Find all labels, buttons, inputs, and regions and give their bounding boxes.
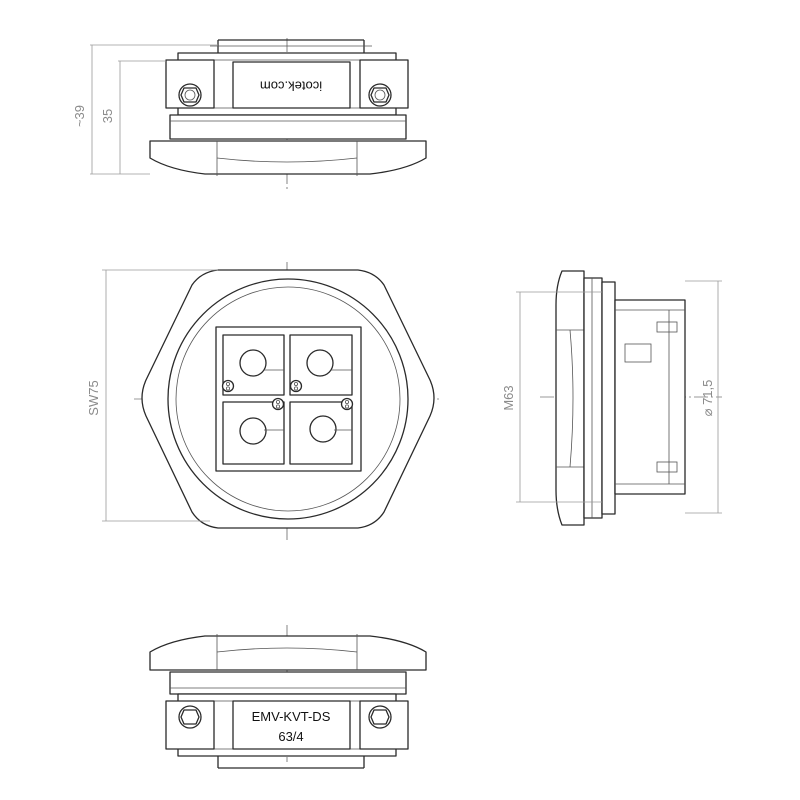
cable-hole-2 <box>306 349 352 377</box>
side-flange <box>583 277 603 519</box>
insert-screw-2-icon <box>289 379 303 393</box>
bottom-label-line1: EMV-KVT-DS <box>252 709 331 724</box>
top-side-view: icotek.com ~39 35 <box>72 38 427 190</box>
left-screw-icon <box>178 83 202 107</box>
top-view-flange <box>169 114 407 140</box>
insert-screw-3-icon <box>271 397 285 411</box>
side-thread <box>601 281 616 515</box>
cable-hole-4 <box>309 415 352 443</box>
side-body <box>614 299 686 495</box>
right-screw-icon <box>368 83 392 107</box>
insert-bottom-right <box>289 401 353 465</box>
bottom-label-plate <box>232 700 351 750</box>
overall-height-dimension: ~39 <box>72 105 87 127</box>
body-height-dimension: 35 <box>100 109 115 123</box>
bottom-label-line2: 63/4 <box>278 729 303 744</box>
top-label-plate <box>232 61 351 109</box>
insert-frame <box>215 326 362 472</box>
body-circle <box>167 278 409 520</box>
bottom-right-screw-icon <box>368 705 392 729</box>
wrench-size-dimension: SW75 <box>86 380 101 415</box>
right-side-view: M63 ⌀ 71,5 <box>501 270 722 526</box>
top-label-text: icotek.com <box>260 79 322 94</box>
front-view: SW75 <box>86 262 442 540</box>
side-hex-nut <box>555 270 585 526</box>
insert-top-left <box>222 334 285 396</box>
insert-bottom-left <box>222 401 285 465</box>
insert-top-right <box>289 334 353 396</box>
insert-screw-1-icon <box>221 379 235 393</box>
thread-dimension: M63 <box>501 385 516 410</box>
bottom-side-view: EMV-KVT-DS 63/4 <box>149 625 427 769</box>
bottom-view-hex-nut <box>149 635 427 671</box>
bottom-view-flange <box>169 671 407 695</box>
cable-hole-1 <box>239 349 284 377</box>
cable-hole-3 <box>239 417 284 445</box>
insert-screw-4-icon <box>340 397 354 411</box>
top-view-hex-nut <box>149 140 427 175</box>
bottom-left-screw-icon <box>178 705 202 729</box>
diameter-dimension: ⌀ 71,5 <box>700 380 715 417</box>
